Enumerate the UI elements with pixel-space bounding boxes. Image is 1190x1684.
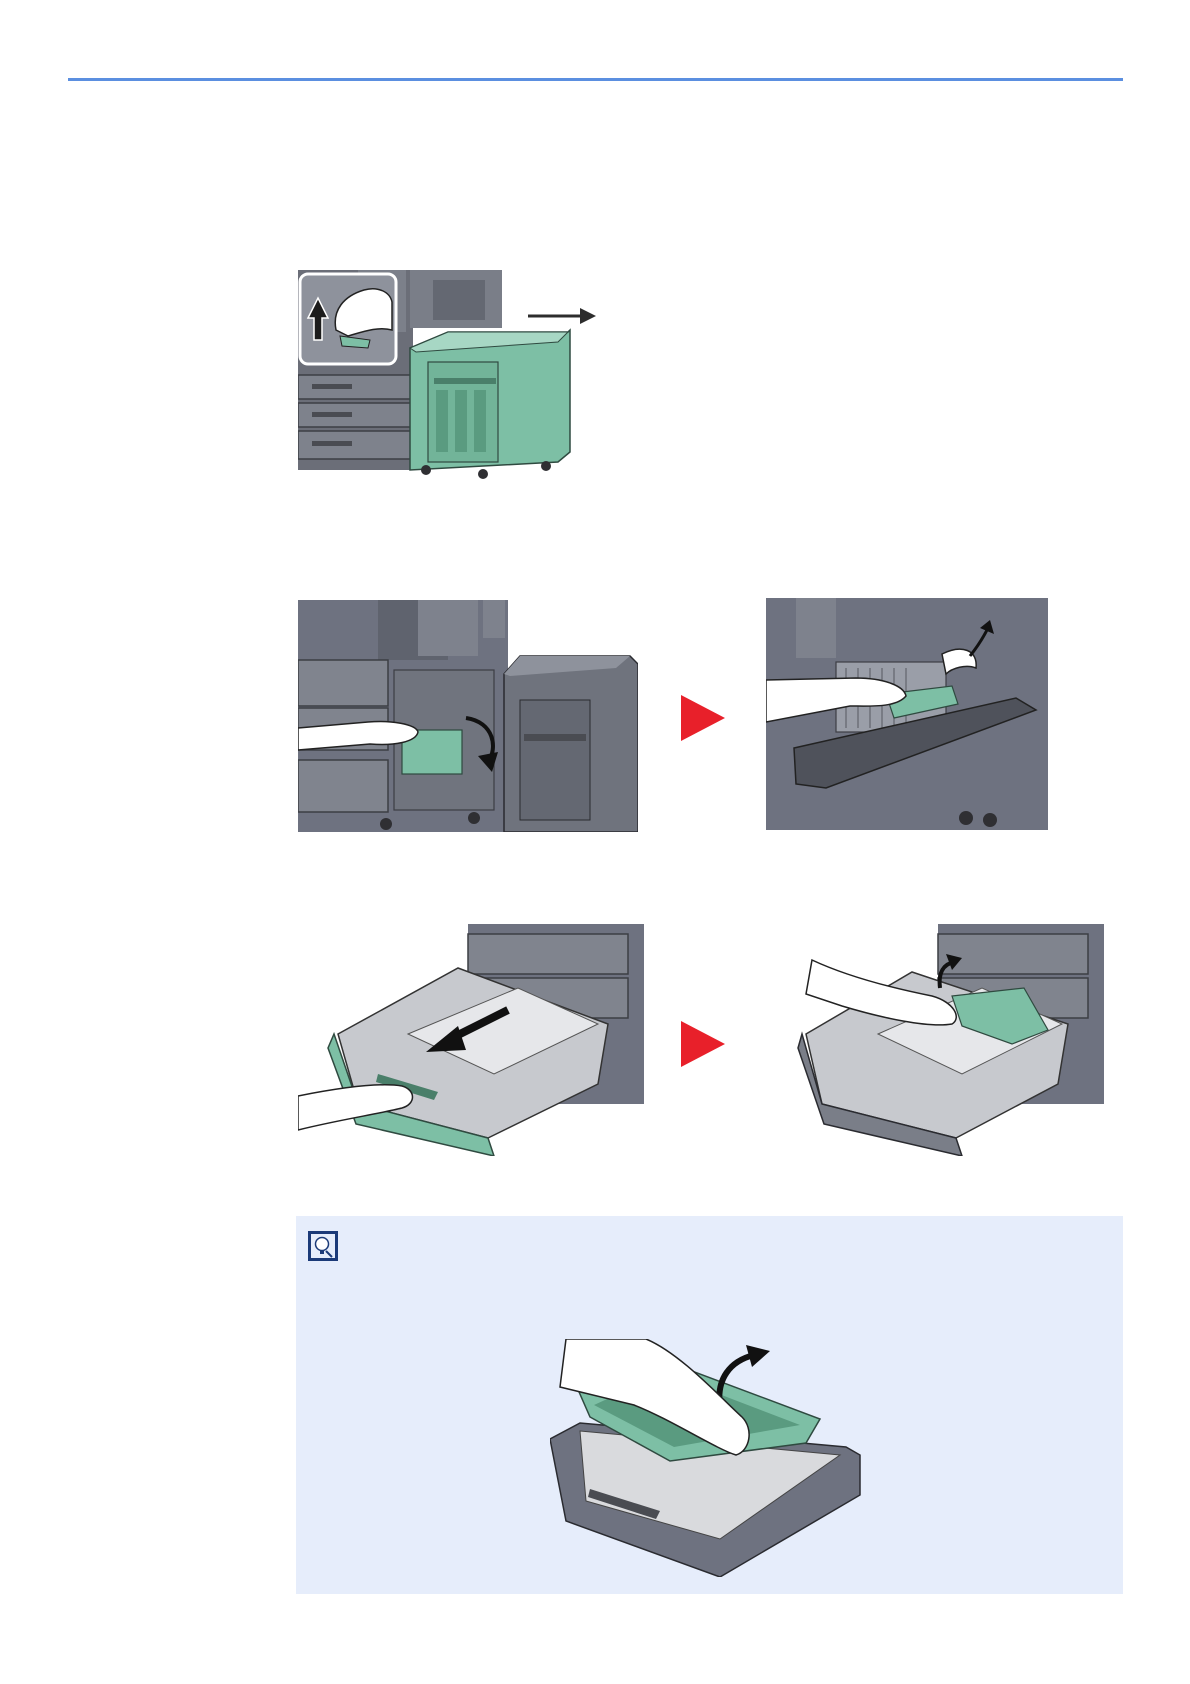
step1-figure — [298, 270, 596, 482]
lift-cassette-tray-illustration — [550, 1339, 870, 1577]
step3b-figure — [792, 924, 1104, 1156]
remove-jammed-paper-illustration — [766, 598, 1048, 830]
note-box — [296, 1216, 1123, 1594]
step2a-figure — [298, 600, 638, 832]
remove-paper-from-cassette-illustration — [792, 924, 1104, 1156]
step2b-figure — [766, 598, 1048, 830]
next-step-arrow-icon — [681, 695, 725, 741]
note-figure — [550, 1339, 870, 1577]
pull-out-cassette-illustration — [298, 924, 644, 1156]
open-left-cover-illustration — [298, 600, 638, 832]
lift-handle-slide-out-illustration — [298, 270, 596, 482]
step3a-figure — [298, 924, 644, 1156]
note-lightbulb-icon — [308, 1231, 338, 1261]
next-step-arrow-icon-2 — [681, 1021, 725, 1067]
header-rule — [68, 78, 1123, 81]
